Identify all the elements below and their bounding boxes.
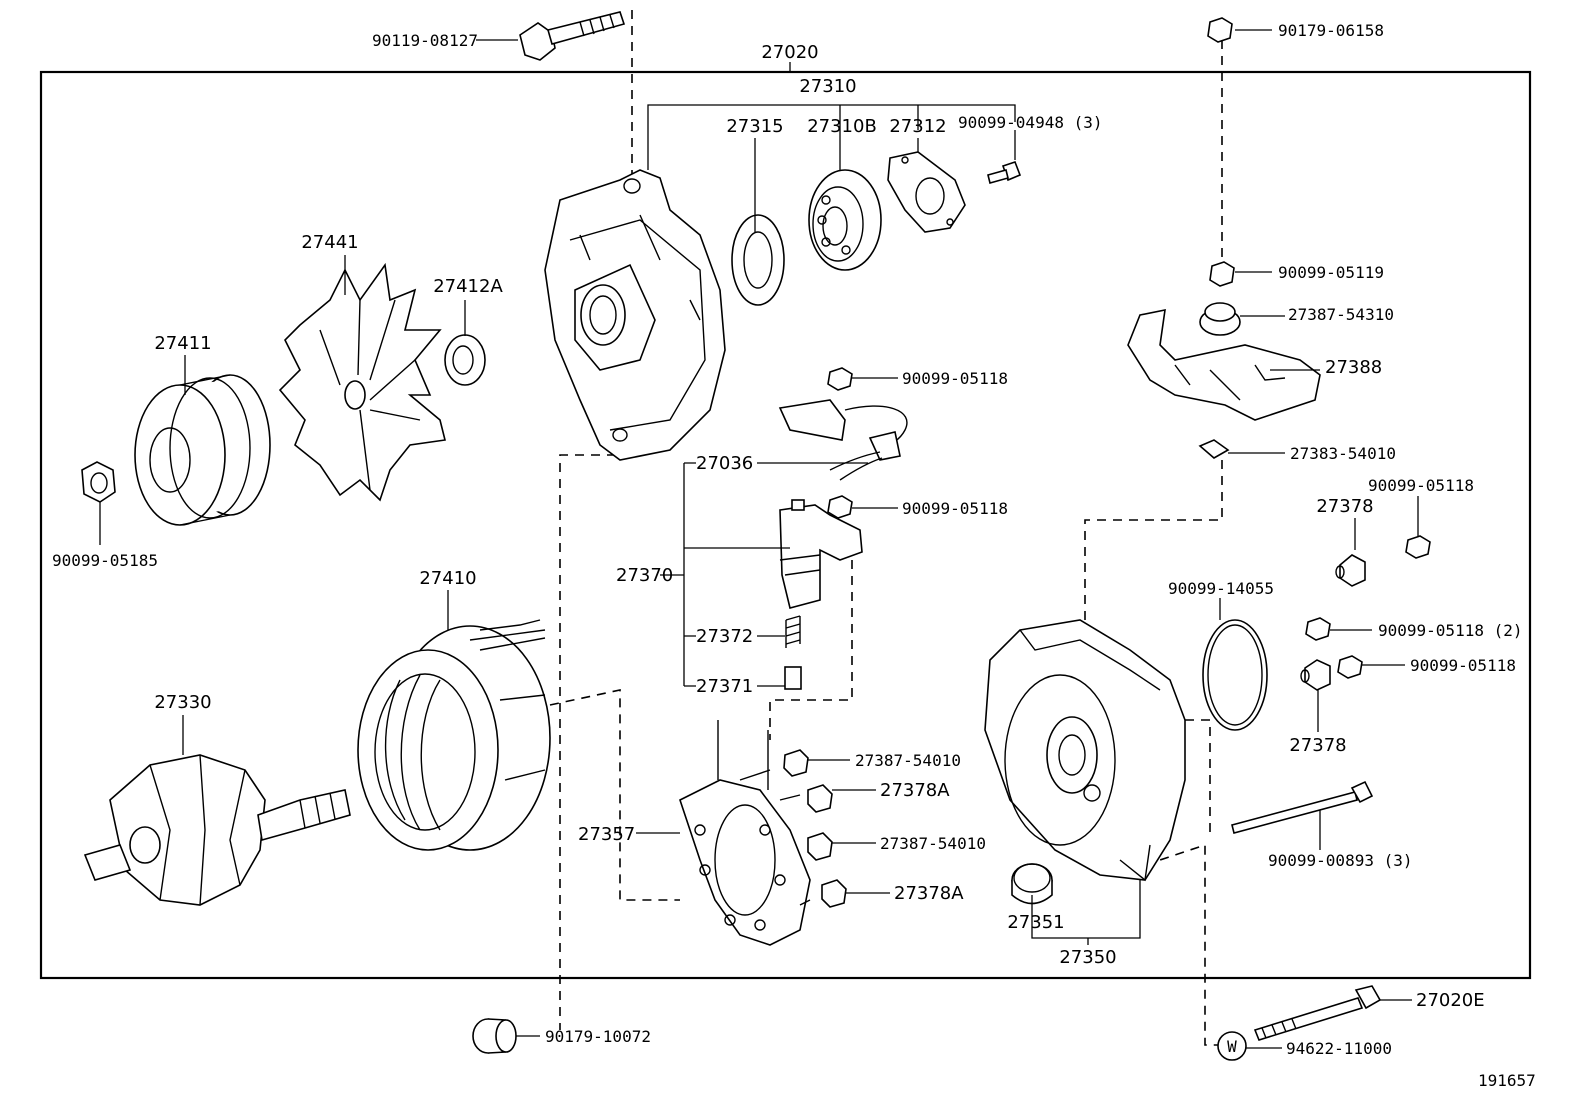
spring-27372 [785,615,801,648]
label-90099-04948: 90099-04948 (3) [958,113,1103,132]
nut-90099-05118-b [827,495,853,519]
rotor-27330 [83,754,351,906]
pulley-27411 [134,374,271,526]
insulator-27378-bottom [1300,659,1331,691]
bolt-27020E [1253,985,1382,1041]
label-27378A-a: 27378A [880,780,950,801]
label-90099-14055: 90099-14055 [1168,579,1274,598]
stator-27410 [357,619,551,851]
label-90099-05185: 90099-05185 [52,551,158,570]
spacer-27412A [444,334,486,386]
rear-cover-27388 [1127,308,1321,421]
label-27372: 27372 [696,626,753,647]
nut-90099-05118-2 [1305,617,1331,641]
retainer-plate-27312 [887,151,966,233]
label-90099-05118-2: 90099-05118 (2) [1378,621,1523,640]
nut-90179-10072 [472,1018,517,1054]
label-27412A: 27412A [433,276,503,297]
connector-27036 [778,399,908,481]
assembly-frame [39,70,1532,980]
nut-90099-05118-a [827,367,853,391]
insulator-27378A-b [821,879,847,908]
nut-90099-05118-c [1405,535,1431,559]
o-ring-90099-14055 [1202,619,1268,731]
label-90119-08127: 90119-08127 [372,31,478,50]
part-labels: 90119-08127 27020 90179-06158 27310 2731… [52,21,1536,1090]
label-27351: 27351 [1007,912,1064,933]
washer-mark-text: W [1227,1037,1237,1056]
label-90099-05118-b: 90099-05118 [902,499,1008,518]
label-27371: 27371 [696,676,753,697]
label-27310: 27310 [799,76,856,97]
washer-94622-11000: W [1217,1031,1247,1061]
insulator-27378-top [1335,554,1366,587]
label-27350: 27350 [1059,947,1116,968]
leader-lines [99,29,1419,1049]
label-27330: 27330 [154,692,211,713]
label-27370: 27370 [616,565,673,586]
label-27387-54010-b: 27387-54010 [880,834,986,853]
diagram-id: 191657 [1478,1071,1536,1090]
insulator-27378A-a [807,784,833,813]
alignment-lines [549,10,1223,1046]
rectifier-end-frame-27350 [984,619,1186,882]
label-27378A-b: 27378A [894,883,964,904]
label-27387-54310: 27387-54310 [1288,305,1394,324]
bolt-90119-08127 [519,11,626,61]
label-90179-06158: 90179-06158 [1278,21,1384,40]
drive-end-frame-27310 [544,169,726,461]
label-27357: 27357 [578,824,635,845]
label-27315: 27315 [726,116,783,137]
through-bolt-90099-00893 [1231,780,1374,834]
label-27020: 27020 [761,42,818,63]
nut-90179-06158 [1207,17,1233,43]
nut-90099-05185 [81,461,116,503]
label-27378-top: 27378 [1316,496,1373,517]
label-27020E: 27020E [1416,990,1485,1011]
label-27410: 27410 [419,568,476,589]
label-27388: 27388 [1325,357,1382,378]
label-90099-00893: 90099-00893 (3) [1268,851,1413,870]
label-90179-10072: 90179-10072 [545,1027,651,1046]
brush-27371 [784,666,802,690]
nut-90099-05119 [1209,261,1235,287]
label-27383-54010: 27383-54010 [1290,444,1396,463]
label-94622-11000: 94622-11000 [1286,1039,1392,1058]
label-27441: 27441 [301,232,358,253]
label-27312: 27312 [889,116,946,137]
label-27310B: 27310B [807,116,877,137]
regulator-27370 [779,499,863,609]
insulator-27383-54010 [1198,439,1230,459]
label-27387-54010-a: 27387-54010 [855,751,961,770]
bearing-27310B [808,169,882,271]
label-90099-05118-d: 90099-05118 [1410,656,1516,675]
washer-27315 [731,214,785,306]
label-27411: 27411 [154,333,211,354]
label-27378-bottom: 27378 [1289,735,1346,756]
fan-27441 [278,262,446,502]
rectifier-27357 [679,720,811,946]
screw-90099-04948 [987,160,1022,184]
insulator-27387-54010-a [783,749,809,777]
bushing-27351 [1011,863,1053,905]
nut-90099-05118-d [1337,655,1363,679]
insulator-27387-54010-b [807,832,833,861]
bushing-27387-54310 [1199,302,1241,336]
label-90099-05118-a: 90099-05118 [902,369,1008,388]
label-90099-05119: 90099-05119 [1278,263,1384,282]
label-90099-05118-c: 90099-05118 [1368,476,1474,495]
label-27036: 27036 [696,453,753,474]
